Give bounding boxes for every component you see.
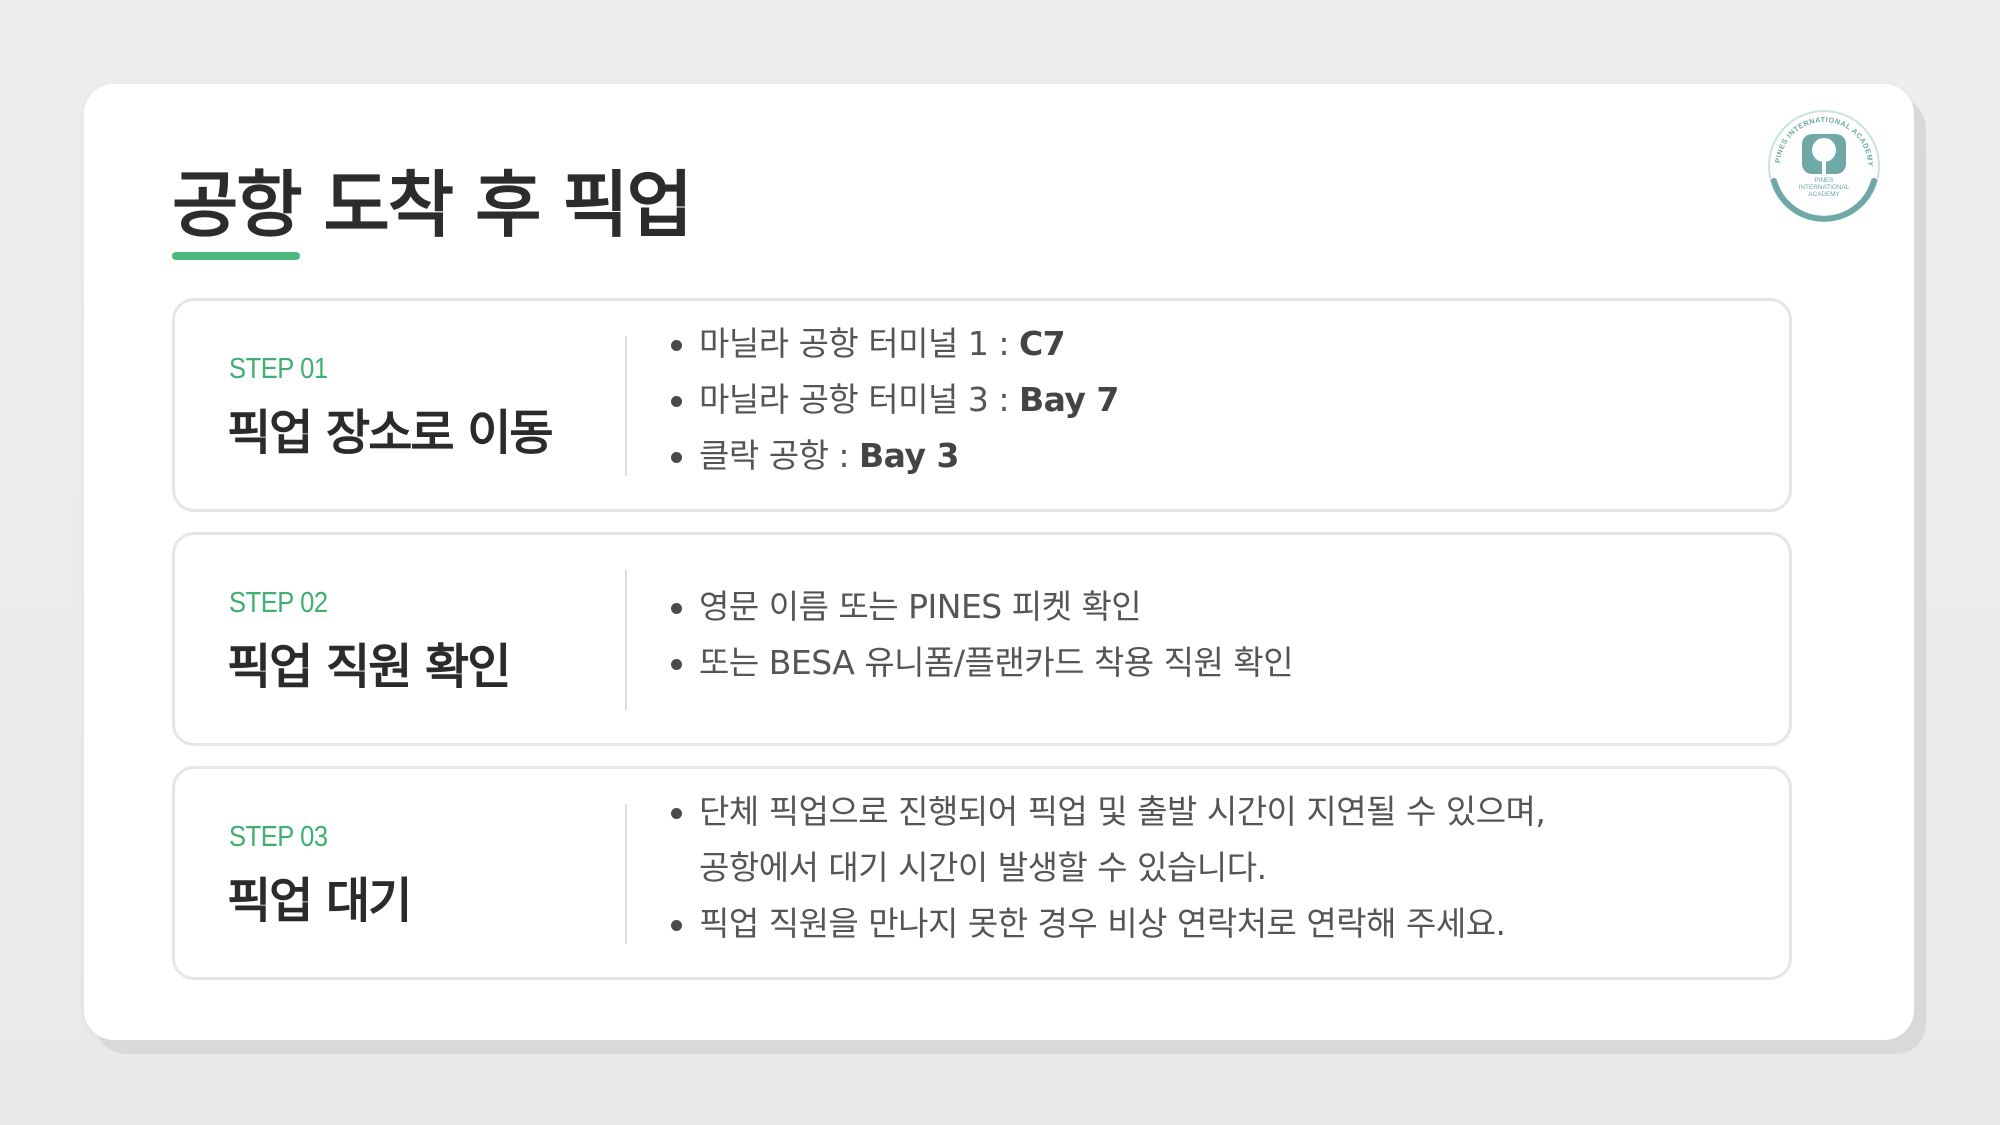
- bullet-item: 클락 공항 : Bay 3: [665, 428, 1759, 484]
- step-label: STEP 01: [229, 353, 328, 385]
- step-divider: [625, 804, 627, 944]
- step-03-header: STEP 03 픽업 대기: [175, 769, 625, 977]
- bullet-dot-icon: [671, 396, 682, 407]
- title-underline: [172, 252, 300, 260]
- step-label: STEP 03: [229, 821, 328, 853]
- step-02-card: STEP 02 픽업 직원 확인 영문 이름 또는 PINES 피켓 확인 또는…: [172, 532, 1792, 746]
- bullet-dot-icon: [671, 920, 682, 931]
- step-label: STEP 02: [229, 587, 328, 619]
- bullet-item: 픽업 직원을 만나지 못한 경우 비상 연락처로 연락해 주세요.: [665, 896, 1759, 952]
- bullet-dot-icon: [671, 808, 682, 819]
- bullet-item: 마닐라 공항 터미널 3 : Bay 7: [665, 372, 1759, 428]
- bullet-dot-icon: [671, 452, 682, 463]
- bullet-item: 영문 이름 또는 PINES 피켓 확인: [665, 579, 1759, 635]
- bullet-dot-icon: [671, 603, 682, 614]
- logo-text-1: PINES: [1814, 177, 1833, 184]
- bullet-dot-icon: [671, 659, 682, 670]
- step-01-bullets: 마닐라 공항 터미널 1 : C7 마닐라 공항 터미널 3 : Bay 7 클…: [665, 316, 1759, 484]
- bullet-item: 단체 픽업으로 진행되어 픽업 및 출발 시간이 지연될 수 있으며,: [665, 784, 1759, 840]
- step-heading: 픽업 직원 확인: [227, 639, 511, 695]
- bullet-item: 또는 BESA 유니폼/플랜카드 착용 직원 확인: [665, 635, 1759, 691]
- bullet-continuation: 공항에서 대기 시간이 발생할 수 있습니다.: [699, 848, 1267, 887]
- step-03-bullets: 단체 픽업으로 진행되어 픽업 및 출발 시간이 지연될 수 있으며, 공항에서…: [665, 784, 1759, 952]
- step-divider: [625, 336, 627, 476]
- step-heading: 픽업 대기: [227, 873, 412, 929]
- pines-academy-logo: PINES INTERNATIONAL ACADEMY PINES INTERN…: [1768, 110, 1880, 222]
- step-heading: 픽업 장소로 이동: [227, 405, 554, 461]
- bullet-item: 마닐라 공항 터미널 1 : C7: [665, 316, 1759, 372]
- step-02-bullets: 영문 이름 또는 PINES 피켓 확인 또는 BESA 유니폼/플랜카드 착용…: [665, 579, 1759, 691]
- bullet-dot-icon: [671, 340, 682, 351]
- content-card: 공항 도착 후 픽업 PINES INTERNATIONAL ACADEMY P…: [84, 84, 1914, 1040]
- step-03-card: STEP 03 픽업 대기 단체 픽업으로 진행되어 픽업 및 출발 시간이 지…: [172, 766, 1792, 980]
- step-01-card: STEP 01 픽업 장소로 이동 마닐라 공항 터미널 1 : C7 마닐라 …: [172, 298, 1792, 512]
- logo-text-3: ACADEMY: [1808, 191, 1840, 198]
- logo-text-2: INTERNATIONAL: [1799, 184, 1850, 191]
- step-02-header: STEP 02 픽업 직원 확인: [175, 535, 625, 743]
- step-divider: [625, 570, 627, 710]
- page-title: 공항 도착 후 픽업: [172, 163, 693, 247]
- step-01-header: STEP 01 픽업 장소로 이동: [175, 301, 625, 509]
